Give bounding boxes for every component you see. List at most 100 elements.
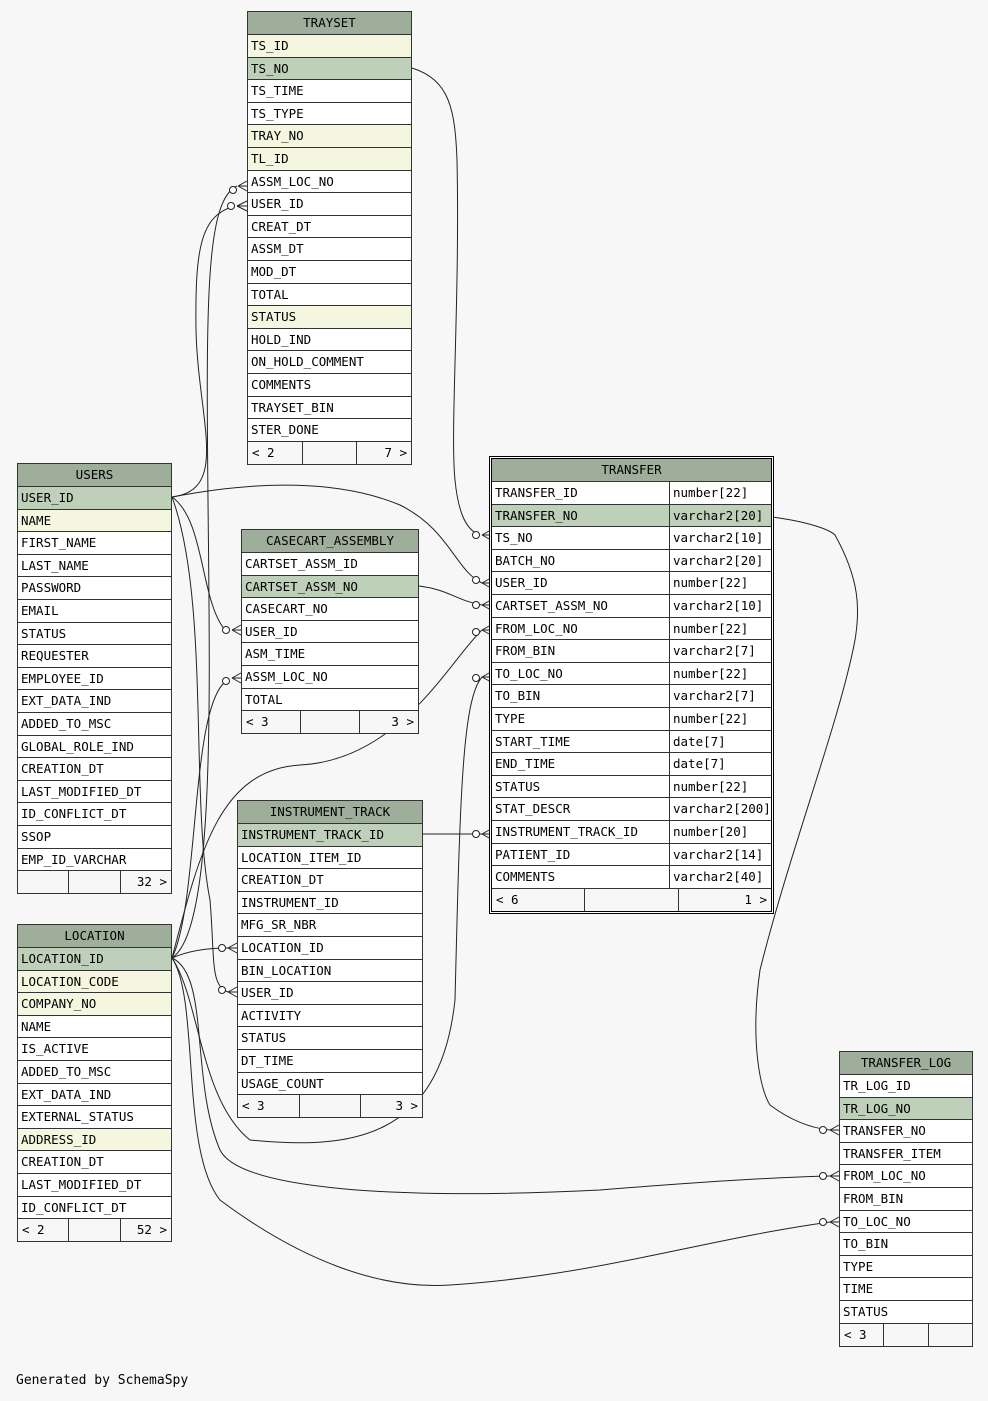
column-row[interactable]: ID_CONFLICT_DT	[18, 803, 171, 826]
column-row[interactable]: TS_NO	[248, 57, 411, 81]
column-row[interactable]: HOLD_IND	[248, 329, 411, 352]
column-row[interactable]: TRANSFER_ITEM	[840, 1143, 972, 1166]
column-row[interactable]: EXTERNAL_STATUS	[18, 1106, 171, 1129]
column-row[interactable]: NAME	[18, 509, 171, 533]
column-row[interactable]: LOCATION_ID	[238, 937, 422, 960]
column-row[interactable]: USER_ID	[248, 193, 411, 216]
column-row[interactable]: CREATION_DT	[18, 1151, 171, 1174]
column-row[interactable]: LOCATION_ID	[18, 948, 171, 971]
column-row[interactable]: MOD_DT	[248, 261, 411, 284]
column-row[interactable]: EMP_ID_VARCHAR	[18, 849, 171, 872]
footer-cell[interactable]	[585, 888, 679, 911]
column-row[interactable]: STER_DONE	[248, 419, 411, 442]
column-row[interactable]: TOTAL	[248, 284, 411, 307]
column-row[interactable]: TS_TIME	[248, 80, 411, 103]
footer-cell[interactable]: < 2	[18, 1219, 70, 1242]
column-row[interactable]: DT_TIME	[238, 1050, 422, 1073]
column-row[interactable]: ON_HOLD_COMMENT	[248, 351, 411, 374]
footer-cell[interactable]	[929, 1324, 972, 1346]
column-row[interactable]: USER_ID	[18, 487, 171, 510]
column-row[interactable]: EXT_DATA_IND	[18, 1084, 171, 1107]
column-row[interactable]: EMAIL	[18, 600, 171, 623]
column-row[interactable]: INSTRUMENT_TRACK_ID	[238, 824, 422, 847]
footer-cell[interactable]: < 3	[242, 711, 301, 734]
footer-cell[interactable]	[884, 1323, 929, 1346]
column-row[interactable]: LAST_MODIFIED_DT	[18, 781, 171, 804]
column-row[interactable]: TS_ID	[248, 35, 411, 58]
column-row[interactable]: ACTIVITY	[238, 1005, 422, 1028]
column-row[interactable]: FROM_BIN	[840, 1188, 972, 1211]
footer-cell[interactable]	[69, 1219, 121, 1242]
column-row[interactable]: COMPANY_NO	[18, 993, 171, 1016]
column-row[interactable]: PASSWORD	[18, 577, 171, 600]
column-row[interactable]: CARTSET_ASSM_NO	[242, 575, 418, 599]
column-row[interactable]: IS_ACTIVE	[18, 1038, 171, 1061]
footer-cell[interactable]: < 3	[840, 1323, 885, 1346]
column-row[interactable]: TO_LOC_NO	[840, 1211, 972, 1234]
column-row[interactable]: FIRST_NAME	[18, 532, 171, 555]
footer-cell[interactable]: < 3	[238, 1095, 300, 1118]
column-row[interactable]: GLOBAL_ROLE_IND	[18, 736, 171, 759]
footer-cell[interactable]: < 2	[248, 441, 303, 464]
column-row[interactable]: USER_ID	[238, 982, 422, 1005]
column-row[interactable]: TO_BIN	[840, 1233, 972, 1256]
footer-cell[interactable]: 1 >	[744, 891, 767, 907]
column-row[interactable]: INSTRUMENT_ID	[238, 892, 422, 915]
column-row[interactable]: TRAY_NO	[248, 125, 411, 148]
column-row[interactable]: EMPLOYEE_ID	[18, 668, 171, 691]
column-row[interactable]: TYPE	[840, 1256, 972, 1279]
column-row[interactable]: TR_LOG_NO	[840, 1097, 972, 1121]
column-row[interactable]: BIN_LOCATION	[238, 960, 422, 983]
column-row[interactable]: SSOP	[18, 826, 171, 849]
footer-cell[interactable]	[18, 871, 70, 894]
column-row[interactable]: NAME	[18, 1016, 171, 1039]
column-row[interactable]: CREATION_DT	[18, 758, 171, 781]
column-row[interactable]: CREATION_DT	[238, 869, 422, 892]
column-row[interactable]: STATUS	[18, 623, 171, 646]
footer-cell[interactable]: 52 >	[136, 1222, 167, 1238]
column-row[interactable]: TRANSFER_NO	[840, 1120, 972, 1143]
footer-cell[interactable]	[303, 441, 358, 464]
column-row[interactable]: EXT_DATA_IND	[18, 690, 171, 713]
column-row[interactable]: TR_LOG_ID	[840, 1075, 972, 1098]
footer-cell[interactable]	[300, 1095, 362, 1118]
footer-cell[interactable]: < 6	[492, 888, 586, 911]
column-row[interactable]: USAGE_COUNT	[238, 1073, 422, 1096]
footer-cell[interactable]: 32 >	[136, 874, 167, 890]
footer-cell[interactable]	[301, 711, 360, 734]
footer-cell[interactable]: 7 >	[384, 444, 408, 460]
column-row[interactable]: LOCATION_ITEM_ID	[238, 847, 422, 870]
column-row[interactable]: STATUS	[840, 1301, 972, 1324]
column-row[interactable]: LOCATION_CODE	[18, 970, 171, 994]
column-row[interactable]: ASSM_LOC_NO	[242, 666, 418, 689]
column-row[interactable]: STATUS	[238, 1027, 422, 1050]
column-row[interactable]: TL_ID	[248, 147, 411, 171]
footer-cell[interactable]: 3 >	[391, 714, 414, 730]
column-row[interactable]: LAST_NAME	[18, 555, 171, 578]
column-row[interactable]: MFG_SR_NBR	[238, 914, 422, 937]
footer-cell[interactable]: 3 >	[395, 1098, 419, 1114]
column-row[interactable]: ADDED_TO_MSC	[18, 1061, 171, 1084]
column-row[interactable]: CASECART_NO	[242, 598, 418, 621]
column-row[interactable]: TOTAL	[242, 689, 418, 712]
